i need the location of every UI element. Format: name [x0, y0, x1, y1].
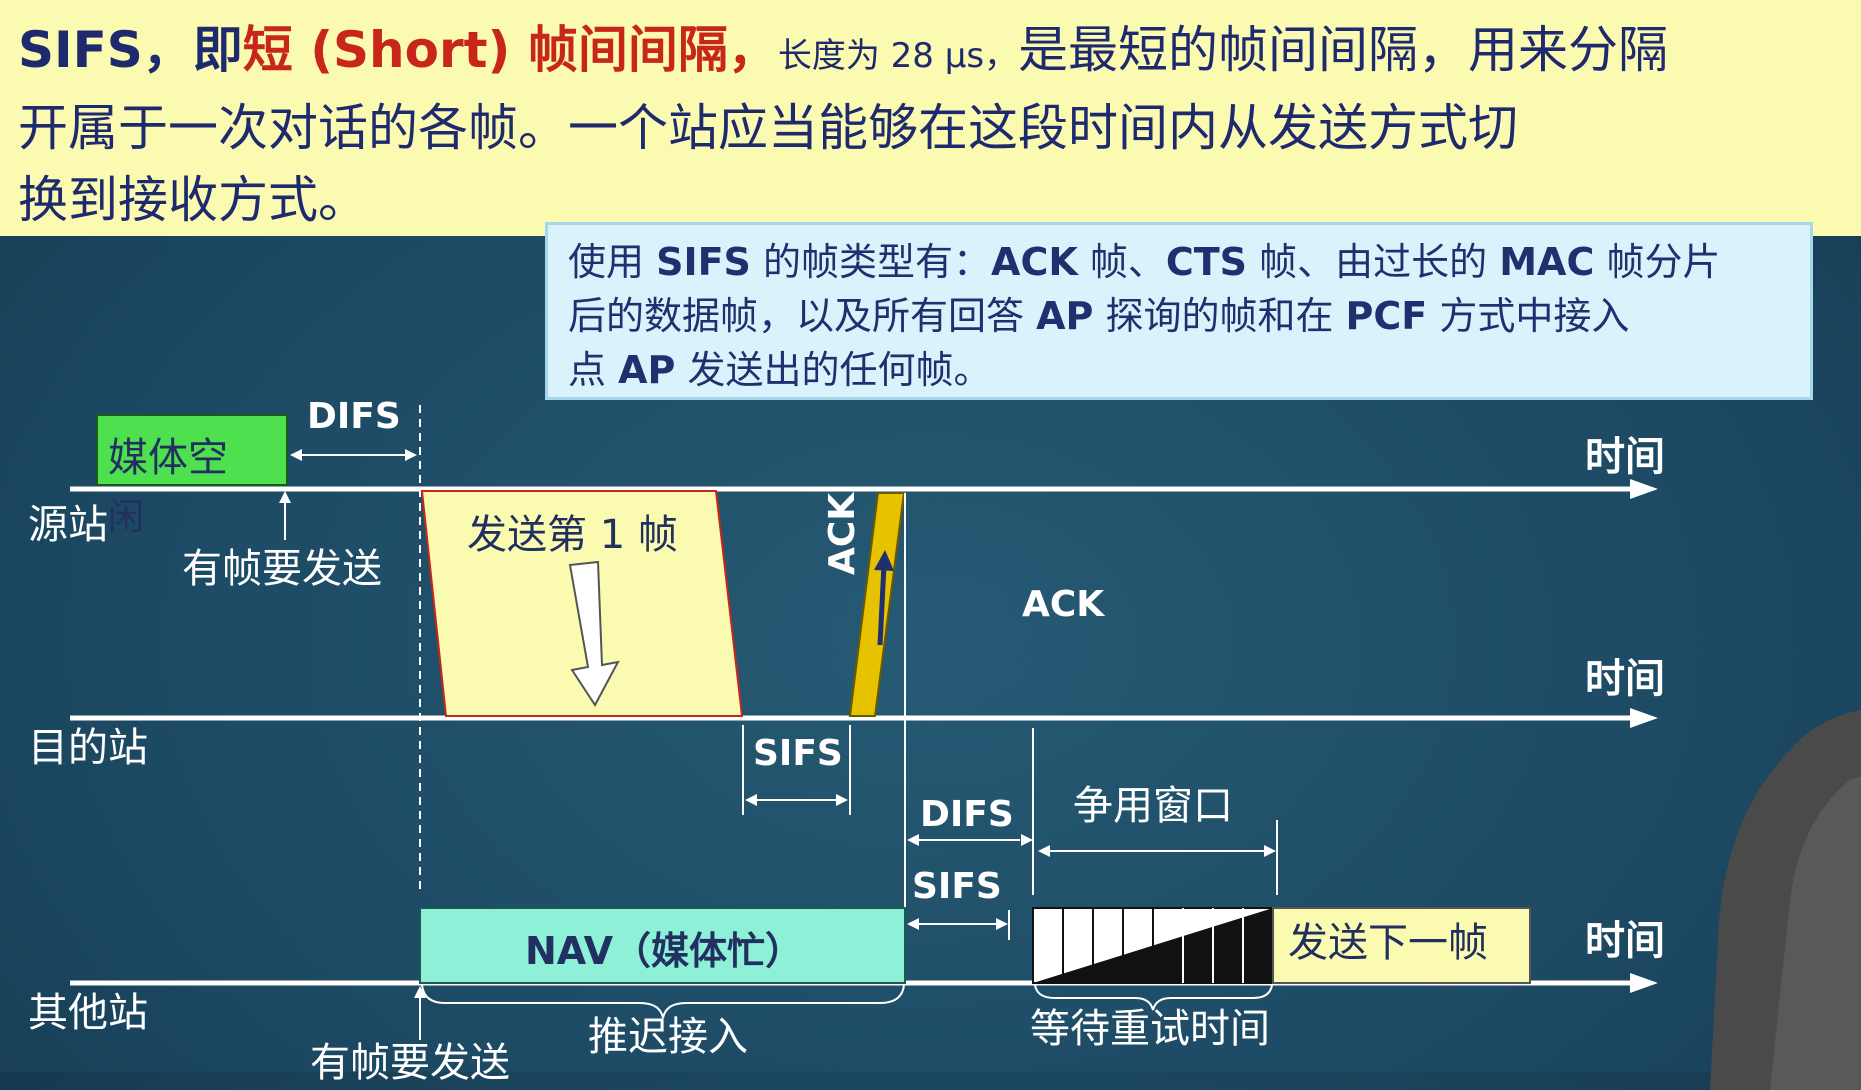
header-line1-red: 短 (Short) 帧间间隔， — [242, 21, 778, 79]
sifs-frame-types-box: 使用 SIFS 的帧类型有：ACK 帧、CTS 帧、由过长的 MAC 帧分片 后… — [545, 222, 1813, 400]
other-has-frame-arrowhead — [414, 986, 426, 998]
info-text: 帧、 — [1077, 240, 1166, 284]
difs-top-arrowhead-left — [290, 449, 302, 461]
medium-idle-box — [96, 414, 288, 486]
info-text: 探询的帧和在 — [1093, 294, 1346, 338]
info-text: 帧、由过长的 — [1247, 240, 1500, 284]
ack-up-arrow-icon — [874, 550, 894, 571]
info-term: CTS — [1165, 240, 1248, 284]
contention-arrowhead-left — [1038, 845, 1050, 857]
ack-transmission-stripe — [848, 492, 906, 717]
destination-axis-arrowhead — [1630, 708, 1658, 728]
nav-busy-label: NAV（媒体忙） — [525, 929, 804, 973]
time-label-other: 时间 — [1585, 918, 1665, 964]
info-term: MAC — [1499, 240, 1595, 284]
destination-station-label: 目的站 — [28, 725, 148, 771]
header-line1-prefix: SIFS，即 — [18, 21, 243, 79]
info-text: 帧分片 — [1594, 240, 1721, 284]
info-term: SIFS — [656, 240, 751, 284]
sifs1-arrowhead-left — [745, 794, 757, 806]
frame-down-arrow-icon — [568, 560, 620, 707]
defer-access-brace — [421, 984, 905, 1019]
time-label-destination: 时间 — [1585, 656, 1665, 702]
header-line1-small: 长度为 28 μs， — [777, 36, 1019, 76]
wait-retry-brace — [1034, 984, 1273, 1011]
source-has-frame-arrowhead — [279, 491, 291, 503]
info-text: 发送出的任何帧。 — [675, 348, 992, 392]
difs2-arrowhead-right — [1021, 834, 1033, 846]
other-stations-label: 其他站 — [28, 990, 148, 1036]
contention-arrowhead-right — [1264, 845, 1276, 857]
defer-access-label: 推迟接入 — [588, 1014, 748, 1060]
medium-idle-tail-label: 闲 — [108, 497, 145, 538]
info-text: 使用 — [568, 240, 657, 284]
source-axis-arrowhead — [1630, 479, 1658, 499]
presenter-figure — [1710, 710, 1861, 1090]
info-term: AP — [1036, 294, 1094, 338]
difs2-arrowhead-left — [907, 834, 919, 846]
medium-idle-label: 媒体空 — [108, 435, 228, 481]
nav-busy-box — [419, 907, 906, 984]
sifs2-arrowhead-right — [996, 918, 1008, 930]
backoff-slots — [1032, 907, 1274, 984]
header-line-2: 开属于一次对话的各帧。一个站应当能够在这段时间内从发送方式切 — [18, 99, 1518, 157]
difs-label-2: DIFS — [920, 794, 1014, 835]
other-axis-arrowhead — [1630, 973, 1658, 993]
info-text: 点 — [568, 348, 619, 392]
difs-top-label: DIFS — [307, 396, 401, 437]
has-frame-to-send-label-1: 有帧要发送 — [182, 546, 382, 592]
info-text: 后的数据帧，以及所有回答 — [568, 294, 1037, 338]
header-text-box: SIFS，即短 (Short) 帧间间隔，长度为 28 μs，是最短的帧间间隔，… — [0, 0, 1861, 236]
time-label-source: 时间 — [1585, 434, 1665, 480]
has-frame-to-send-label-2: 有帧要发送 — [310, 1040, 510, 1086]
info-term: ACK — [991, 240, 1078, 284]
sifs1-arrowhead-right — [836, 794, 848, 806]
ack-vertical-label: ACK — [822, 492, 863, 575]
info-line-3: 点 AP 发送出的任何帧。 — [568, 343, 1790, 397]
header-line1-rest: 是最短的帧间间隔，用来分隔 — [1018, 21, 1669, 79]
header-line-3: 换到接收方式。 — [18, 171, 368, 229]
send-next-frame-label: 发送下一帧 — [1288, 920, 1488, 966]
info-term: PCF — [1345, 294, 1428, 338]
info-term: AP — [618, 348, 676, 392]
contention-window-label: 争用窗口 — [1073, 783, 1233, 829]
info-text: 方式中接入 — [1427, 294, 1630, 338]
send-first-frame-label: 发送第 1 帧 — [467, 512, 678, 558]
source-station-label: 源站 — [28, 502, 108, 548]
header-line-1: SIFS，即短 (Short) 帧间间隔，长度为 28 μs，是最短的帧间间隔，… — [18, 14, 1843, 92]
ack-label: ACK — [1022, 584, 1105, 625]
wait-retry-time-label: 等待重试时间 — [1030, 1006, 1270, 1052]
sifs2-arrowhead-left — [907, 918, 919, 930]
info-line-2: 后的数据帧，以及所有回答 AP 探询的帧和在 PCF 方式中接入 — [568, 289, 1790, 343]
sifs-label-1: SIFS — [753, 733, 843, 774]
info-line-1: 使用 SIFS 的帧类型有：ACK 帧、CTS 帧、由过长的 MAC 帧分片 — [568, 235, 1790, 289]
ack-up-arrow-shaft — [877, 564, 887, 646]
next-frame-box — [1272, 907, 1531, 984]
sifs-label-2: SIFS — [912, 866, 1002, 907]
info-text: 的帧类型有： — [750, 240, 992, 284]
